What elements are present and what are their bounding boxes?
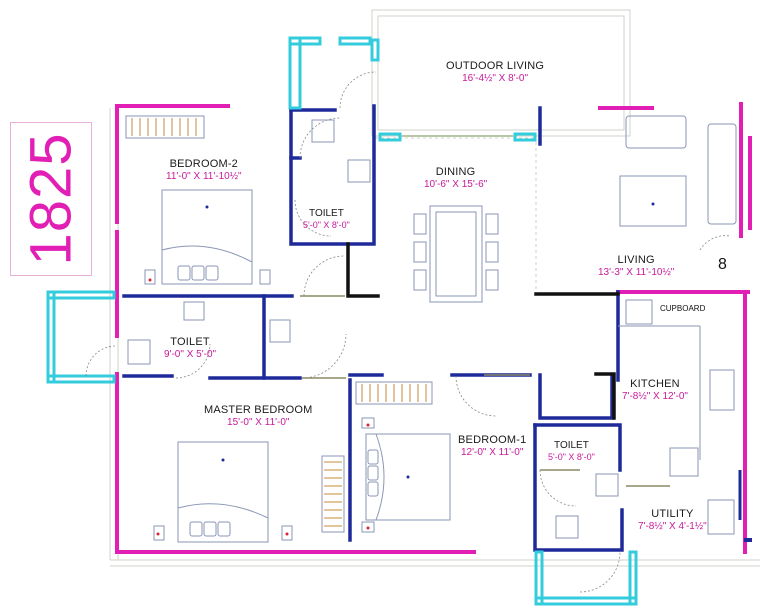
outline-lines	[109, 9, 760, 567]
room-label-toilet-left: TOILET 9'-0" X 5'-0"	[164, 336, 217, 360]
furniture	[127, 115, 737, 543]
room-label-dining: DINING 10'-6" X 15'-6"	[424, 166, 488, 190]
fixture-dots	[205, 202, 655, 479]
toilet-fixtures	[127, 119, 619, 539]
bed-icon	[361, 417, 451, 533]
sofa-icon	[619, 115, 737, 227]
room-label-bedroom-1: BEDROOM-1 12'-0" X 11'-0"	[458, 434, 527, 458]
dark-walls	[346, 242, 620, 420]
plan-number-box: 1825	[10, 122, 92, 276]
room-label-toilet-mid: TOILET 5'-0" X 8'-0"	[548, 440, 595, 462]
closet-hatch	[125, 115, 433, 533]
dining-table-icon	[413, 205, 499, 303]
room-label-outdoor-living: OUTDOOR LIVING 16'-4½" X 8'-0"	[446, 60, 545, 84]
windows	[46, 36, 638, 606]
kitchen-counter	[618, 299, 735, 535]
door-swings	[85, 71, 731, 593]
exterior-walls	[115, 102, 750, 554]
room-label-master-bedroom: MASTER BEDROOM 15'-0" X 11'-0"	[204, 404, 313, 428]
room-label-utility: UTILITY 7'-8½" X 4'-1½"	[638, 508, 707, 532]
fixture-dots-red	[148, 278, 370, 536]
room-label-kitchen: KITCHEN 7'-8½" X 12'-0"	[622, 378, 688, 402]
cupboard-label: CUPBOARD	[660, 304, 706, 313]
room-label-bedroom-2: BEDROOM-2 11'-0" X 11'-10½"	[166, 158, 242, 182]
room-label-living: LIVING 13'-3" X 11'-10½"	[598, 254, 675, 278]
bed-icon	[153, 441, 293, 543]
plan-number: 1825	[18, 132, 84, 266]
door-leaves	[300, 295, 670, 487]
room-label-toilet-top: TOILET 5'-0" X 8'-0"	[303, 208, 350, 230]
bed-icon	[144, 189, 271, 285]
unit-number: 8	[718, 256, 727, 273]
